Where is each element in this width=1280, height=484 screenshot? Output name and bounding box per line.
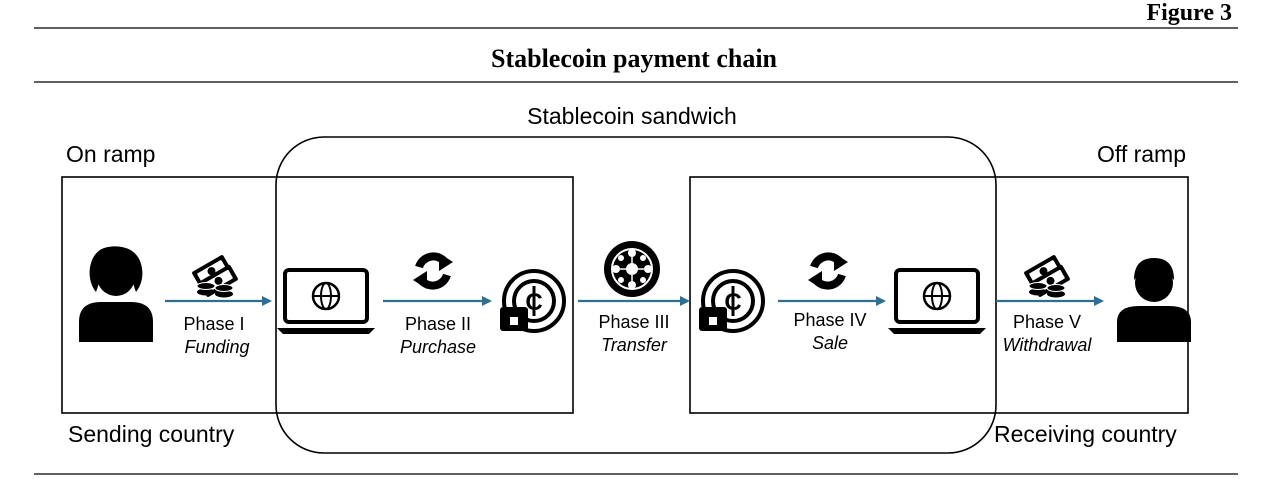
- person-female-icon: [79, 246, 153, 342]
- phase-5-action: Withdrawal: [1003, 335, 1093, 355]
- laptop-globe-icon: [888, 268, 986, 334]
- phase-4-action: Sale: [812, 333, 848, 353]
- phase-2-name: Phase II: [405, 314, 471, 334]
- sync-arrows-icon: [808, 252, 848, 290]
- cash-and-coins-icon: [192, 255, 238, 298]
- sending-country-label: Sending country: [68, 421, 235, 447]
- sync-arrows-icon: [413, 252, 453, 290]
- phase-2-action: Purchase: [400, 337, 476, 357]
- phase-3-name: Phase III: [598, 312, 669, 332]
- phase-1-action: Funding: [184, 337, 249, 357]
- phase-3-action: Transfer: [601, 335, 668, 355]
- stablecoin-sandwich-box: [275, 136, 997, 454]
- phase-5-name: Phase V: [1013, 312, 1081, 332]
- figure-title: Stablecoin payment chain: [491, 44, 778, 73]
- sandwich-label: Stablecoin sandwich: [527, 103, 737, 129]
- stablecoin-wallet-icon: C: [699, 269, 765, 333]
- blockchain-network-icon: [604, 241, 660, 297]
- phase-4-name: Phase IV: [793, 310, 866, 330]
- phase-1-name: Phase I: [183, 314, 244, 334]
- receiving-country-label: Receiving country: [994, 421, 1177, 447]
- laptop-globe-icon: [277, 268, 375, 334]
- off-ramp-label: Off ramp: [1097, 141, 1186, 167]
- person-male-icon: [1117, 258, 1191, 342]
- figure-label: Figure 3: [1146, 0, 1232, 26]
- cash-and-coins-icon: [1024, 255, 1070, 298]
- receiving-country-box: [689, 176, 1189, 414]
- on-ramp-label: On ramp: [66, 141, 155, 167]
- sending-country-box: [61, 176, 574, 414]
- stablecoin-wallet-icon: C: [500, 269, 566, 333]
